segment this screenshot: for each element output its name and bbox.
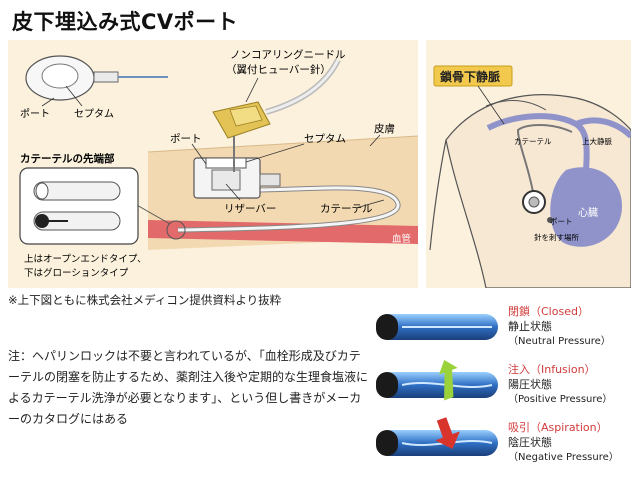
right-catheter-label: カテーテル — [514, 137, 552, 146]
tip-note-2: 下はグローションタイプ — [24, 267, 129, 279]
aspiration-title: 吸引（Aspiration） — [508, 421, 608, 434]
heart-label: 心臓 — [578, 207, 598, 219]
closed-title: 閉鎖（Closed） — [508, 305, 589, 318]
heart — [550, 167, 622, 247]
subclavian-vein-badge — [433, 65, 513, 87]
clavicle — [485, 99, 547, 111]
aspiration-state-tube — [376, 417, 498, 456]
aspiration-arrow — [435, 417, 460, 450]
top-view-septum-label: セプタム — [74, 108, 114, 120]
badge-label: 鎖骨下静脈 — [440, 69, 500, 84]
reservoir-label: リザーバー — [224, 203, 276, 215]
infusion-state-tube — [376, 359, 498, 401]
credit-note: ※上下図ともに株式会社メディコン提供資料より抜粋 — [8, 293, 282, 307]
infusion-english: （Positive Pressure） — [508, 394, 613, 405]
port-cross-section-panel: ポート セプタム 皮膚 血管 ノンコアリングニードル — [8, 40, 419, 288]
valve-pressure-panel: 閉鎖（Closed） 静止状態 （Neutral Pressure） 注入（In… — [372, 302, 636, 476]
closed-state-tube — [376, 314, 498, 340]
port-body — [193, 157, 281, 199]
closed-english: （Neutral Pressure） — [508, 336, 611, 347]
closed-state: 静止状態 — [508, 320, 552, 333]
port-label: ポート — [170, 133, 202, 145]
septum-label: セプタム — [304, 133, 346, 145]
body-placement-panel: 心臓 鎖骨下静脈 カテーテル 上大静脈 ポート 針を刺す場所 — [426, 40, 634, 289]
catheter-line — [516, 124, 573, 199]
infusion-state-text: 注入（Infusion） 陽圧状態 （Positive Pressure） — [508, 362, 612, 407]
aspiration-english: （Negative Pressure） — [508, 452, 619, 463]
right-port-label: ポート — [550, 217, 573, 226]
aspiration-state: 陰圧状態 — [508, 436, 552, 449]
body-placement-diagram: 心臓 鎖骨下静脈 カテーテル 上大静脈 ポート 針を刺す場所 — [429, 65, 634, 289]
valve-pressure-diagram — [376, 314, 498, 456]
top-view-port-label: ポート — [20, 108, 50, 120]
puncture-label: 針を刺す場所 — [534, 232, 579, 242]
vessel-label: 血管 — [392, 233, 411, 245]
svc-label: 上大静脈 — [582, 136, 612, 146]
blood-vessel — [148, 220, 418, 244]
catheter-tip-inset — [19, 167, 139, 245]
tip-note-1: 上はオープンエンドタイプ、 — [24, 254, 147, 265]
skin-label: 皮膚 — [374, 122, 395, 135]
port-cross-section-diagram: ポート セプタム 皮膚 血管 ノンコアリングニードル — [19, 48, 419, 279]
needle-label-1: ノンコアリングニードル — [230, 48, 346, 61]
infusion-arrow — [438, 359, 458, 401]
huber-needle — [212, 58, 341, 172]
page-title: 皮下埋込み式CVポート — [12, 10, 239, 34]
catheter-tip-heading: カテーテルの先端部 — [20, 152, 115, 165]
port-top-view — [25, 55, 168, 107]
heparin-note: 注：ヘパリンロックは不要と言われているが、「血栓形成及びカテーテルの閉塞を防止す… — [8, 349, 369, 426]
infusion-title: 注入（Infusion） — [508, 363, 596, 376]
closed-state-text: 閉鎖（Closed） 静止状態 （Neutral Pressure） — [508, 304, 611, 349]
needle-label-2: （翼付ヒューバー針） — [226, 63, 331, 76]
aspiration-state-text: 吸引（Aspiration） 陰圧状態 （Negative Pressure） — [508, 420, 619, 465]
subclavian-vein — [486, 113, 590, 171]
catheter-label: カテーテル — [320, 203, 373, 215]
infusion-state: 陽圧状態 — [508, 378, 552, 391]
